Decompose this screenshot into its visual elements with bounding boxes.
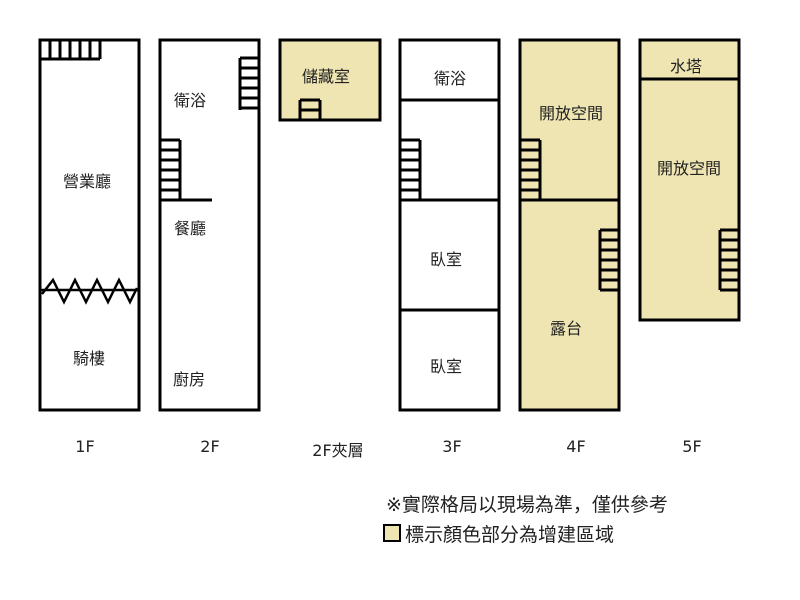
- room-label-1f-arcade: 騎樓: [73, 349, 106, 368]
- room-label-1f-business-hall: 營業廳: [63, 172, 112, 191]
- floor-label-1f: 1F: [75, 437, 95, 456]
- color-swatch-icon: [383, 524, 401, 542]
- stairs-4f-lower-icon: [598, 228, 619, 292]
- floor-2f-plan: [158, 38, 261, 412]
- floor-4f-outline: [518, 38, 621, 412]
- floor-label-4f: 4F: [566, 437, 586, 456]
- floor-1f-plan: [38, 38, 141, 412]
- room-label-5f-water-tower: 水塔: [670, 57, 703, 76]
- floor-2f-outline: [158, 38, 261, 412]
- room-label-mezzanine-storage: 儲藏室: [302, 67, 351, 86]
- room-label-4f-terrace: 露台: [550, 319, 583, 338]
- room-label-2f-bathroom: 衛浴: [174, 91, 207, 110]
- floor-label-3f: 3F: [442, 437, 462, 456]
- storage-room-block: [278, 38, 382, 122]
- floor-1f-outline: [38, 38, 141, 412]
- floor-5f-outline: [638, 38, 741, 322]
- floor-5f-plan: [638, 38, 741, 322]
- room-label-5f-open-space: 開放空間: [657, 159, 722, 178]
- room-label-3f-bedroom-2: 臥室: [430, 357, 463, 376]
- stairs-2f-lower-icon: [160, 138, 212, 202]
- stairs-mezzanine-icon: [298, 98, 322, 120]
- stairs-3f-icon: [400, 138, 422, 200]
- legend-label: 標示顏色部分為增建區域: [405, 523, 615, 546]
- disclaimer-note: ※實際格局以現場為準，僅供參考: [386, 494, 668, 516]
- zigzag-divider-icon: [40, 277, 139, 305]
- floor-3f-plan: [398, 38, 501, 412]
- room-label-4f-open-space: 開放空間: [539, 104, 604, 123]
- stairs-5f-icon: [718, 228, 739, 292]
- floor-4f-plan: [518, 38, 621, 412]
- legend: 標示顏色部分為增建區域: [383, 522, 615, 546]
- floor-label-5f: 5F: [682, 437, 702, 456]
- floor-label-2f-mezzanine: 2F夾層: [312, 441, 364, 460]
- floor-label-2f: 2F: [200, 437, 220, 456]
- floor-3f-walls: [400, 98, 499, 312]
- stairs-4f-upper-icon: [520, 138, 542, 200]
- stairs-1f-icon: [40, 40, 102, 61]
- room-label-3f-bedroom-1: 臥室: [430, 250, 463, 269]
- floor-2f-mezzanine-plan: [278, 38, 382, 122]
- room-label-2f-kitchen: 廚房: [173, 370, 206, 389]
- room-label-2f-dining: 餐廳: [174, 219, 207, 238]
- floor-3f-outline: [398, 38, 501, 412]
- room-label-3f-bathroom: 衛浴: [434, 69, 467, 88]
- stairs-2f-upper-icon: [238, 56, 259, 110]
